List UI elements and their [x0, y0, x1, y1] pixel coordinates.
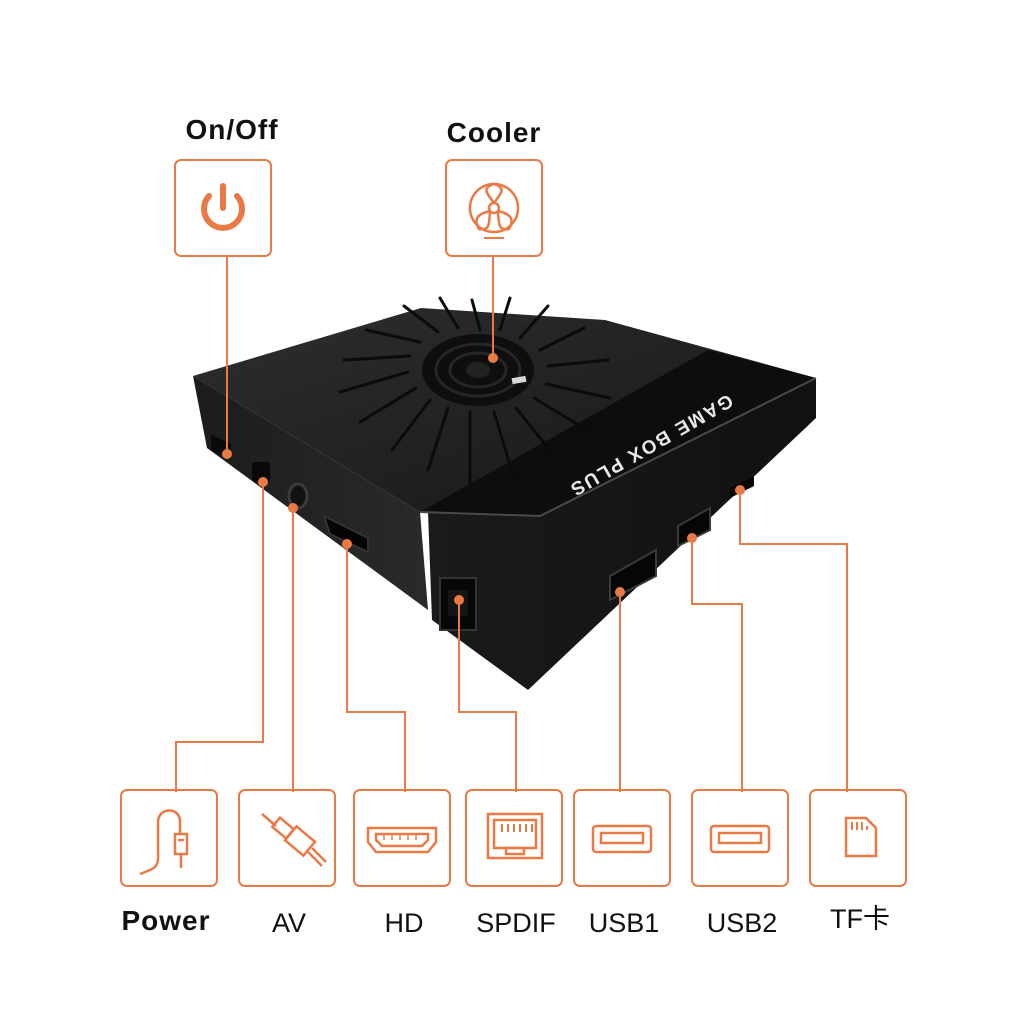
device-front-face — [428, 378, 816, 690]
usb2-icon-box — [691, 789, 789, 887]
usb2-port — [677, 506, 711, 548]
on-off-label: On/Off — [185, 114, 279, 145]
usb1-label: USB1 — [588, 908, 660, 938]
power-cable-icon — [139, 809, 189, 876]
tf-card-label: TF卡 — [830, 904, 890, 934]
av-icon-box — [238, 789, 336, 887]
power-label: Power — [121, 905, 211, 936]
connector-dots — [222, 353, 745, 605]
av-cable-icon — [261, 813, 327, 867]
device-left-face — [193, 376, 428, 610]
game-box-device: GAME BOX PLUS — [193, 296, 817, 690]
av-label: AV — [271, 908, 306, 938]
connector-lines — [175, 256, 848, 792]
power-icon — [201, 183, 245, 231]
hdmi-port — [322, 514, 369, 554]
hd-icon-box — [353, 789, 451, 887]
line-power — [175, 482, 264, 792]
spdif-port-icon — [486, 812, 544, 860]
hdmi-port-icon — [366, 826, 438, 854]
usb1-icon-box — [573, 789, 671, 887]
line-spdif — [458, 600, 517, 792]
cooler-label: Cooler — [446, 117, 542, 148]
on-off-icon-box — [174, 159, 272, 257]
tf-icon-box — [809, 789, 907, 887]
spdif-icon-box — [465, 789, 563, 887]
usb-port-icon — [709, 824, 771, 854]
spdif-label: SPDIF — [476, 908, 556, 938]
line-tf — [739, 490, 848, 792]
usb-port-icon — [591, 824, 653, 854]
vent-rays — [338, 296, 612, 484]
hd-label: HD — [384, 908, 424, 938]
fan-icon — [468, 182, 520, 239]
power-port — [252, 462, 270, 482]
usb2-label: USB2 — [706, 908, 778, 938]
line-hd — [346, 544, 406, 792]
device-lid — [420, 350, 816, 516]
sd-card-icon — [844, 816, 878, 858]
fan-grille — [422, 334, 534, 406]
cooler-icon-box — [445, 159, 543, 257]
line-usb2 — [691, 538, 743, 792]
power-icon-box — [120, 789, 218, 887]
